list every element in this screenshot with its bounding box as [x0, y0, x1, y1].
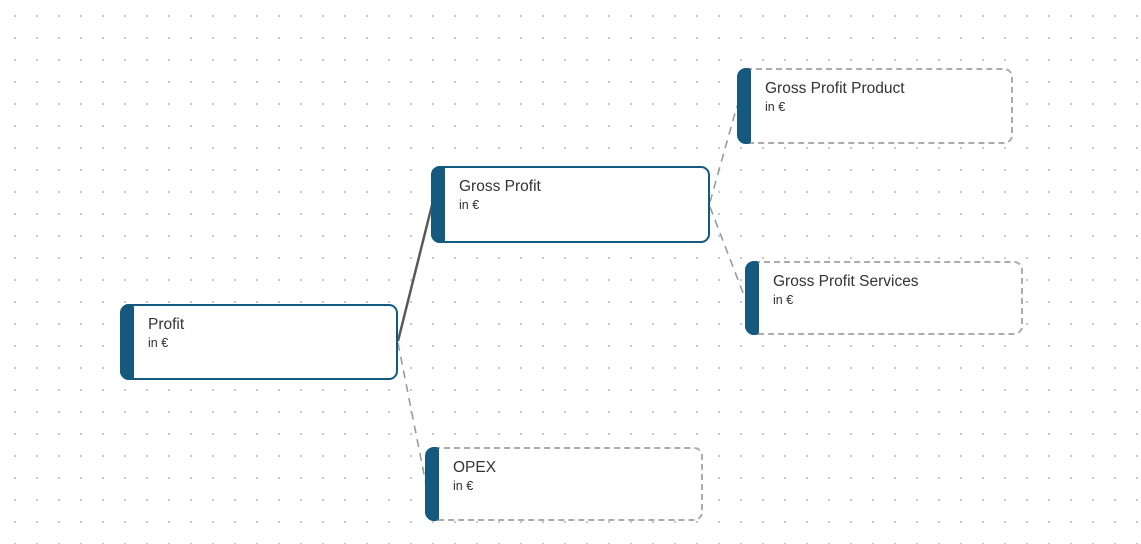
node-body: Gross Profit Services in €: [773, 272, 1013, 309]
node-title: Gross Profit Services: [773, 273, 919, 290]
node-subtitle: in €: [773, 293, 794, 307]
node-gross-profit-services[interactable]: Gross Profit Services in €: [745, 261, 1023, 335]
node-gross-profit[interactable]: Gross Profit in €: [431, 166, 710, 243]
node-title: Profit: [148, 316, 185, 333]
node-accent-bar: [745, 261, 759, 335]
node-body: Gross Profit Product in €: [765, 79, 1003, 116]
node-opex[interactable]: OPEX in €: [425, 447, 703, 521]
node-body: Gross Profit in €: [459, 177, 700, 214]
node-body: OPEX in €: [453, 458, 693, 495]
node-title: Gross Profit Product: [765, 80, 905, 97]
node-profit[interactable]: Profit in €: [120, 304, 398, 380]
node-subtitle: in €: [459, 198, 480, 212]
node-accent-bar: [120, 304, 134, 380]
node-body: Profit in €: [148, 315, 388, 352]
node-accent-bar: [431, 166, 445, 243]
node-title: Gross Profit: [459, 178, 541, 195]
node-subtitle: in €: [765, 100, 786, 114]
node-subtitle: in €: [453, 479, 474, 493]
node-subtitle: in €: [148, 336, 169, 350]
link-profit-to-gross-profit[interactable]: [396, 204, 434, 342]
link-gross-profit-to-gross-profit-product[interactable]: [709, 105, 738, 203]
node-accent-bar: [737, 68, 751, 144]
node-title: OPEX: [453, 459, 497, 476]
node-gross-profit-product[interactable]: Gross Profit Product in €: [737, 68, 1013, 144]
link-profit-to-opex[interactable]: [397, 342, 427, 485]
node-accent-bar: [425, 447, 439, 521]
link-gross-profit-to-gross-profit-services[interactable]: [709, 206, 746, 299]
